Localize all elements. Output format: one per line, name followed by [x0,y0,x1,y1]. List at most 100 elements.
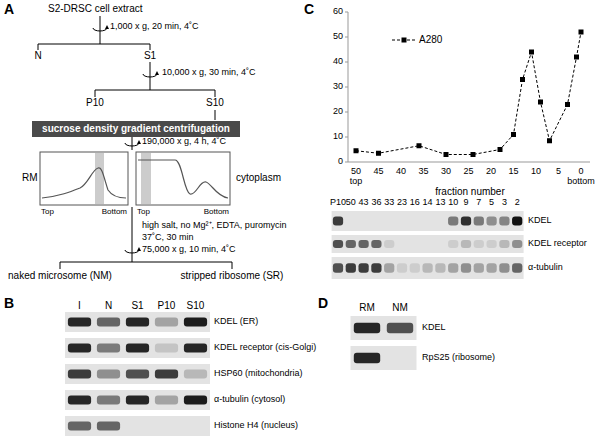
blot-band [126,396,149,405]
blot-band [512,240,522,248]
blot-band [333,217,343,226]
profile-curve [138,160,228,198]
lane-label: 14 [423,197,433,208]
centrifuge-symbol [143,71,159,77]
flow-line [232,262,233,269]
blot-band [461,240,471,248]
y-tick [345,112,348,113]
axis-label: bottom [567,176,595,187]
flow-line [95,90,215,91]
blot-band [486,217,496,226]
panel-letter: B [4,295,14,312]
tick-label: 50 [333,31,343,42]
panel-letter: C [304,1,314,18]
antibody-label: α-tubulin (cytosol) [214,394,285,405]
blot-band [461,217,471,226]
rotation-arc [143,74,157,77]
antibody-label: α-tubulin [528,262,563,273]
fraction-name: RM [22,172,38,184]
y-tick [345,87,348,88]
a280-chart [345,12,590,162]
blot-band [354,323,380,334]
panel-letter: D [318,295,328,312]
rotation-arc [125,250,139,253]
y-tick [345,137,348,138]
rotation-head [155,71,159,75]
blot-band [333,240,343,248]
profile-frame [40,152,128,205]
tick-label: 15 [508,166,518,177]
blot-band [97,344,120,353]
treatment-text: high salt, no Mg²⁺, EDTA, puromycin [142,220,286,231]
blot-strip [65,390,210,410]
blot-strip [65,338,210,358]
fraction-name: S10 [206,97,224,109]
blot-band [499,240,509,248]
blot-band [97,370,120,379]
blot-band [97,396,120,405]
blot-band [486,240,496,248]
flow-line [150,44,151,50]
lane-label: 23 [397,197,407,208]
blot-band [68,318,91,327]
tick-label: 10 [333,131,343,142]
profile-frame [136,152,230,205]
blot-band [384,263,394,273]
lane-label: 9 [463,197,468,208]
western-blot [332,211,524,279]
blot-band [184,370,207,379]
blot-band [410,263,420,273]
centrifuge-symbol [93,25,109,31]
flow-line [100,16,101,44]
tick-label: 35 [418,166,428,177]
blot-band [184,318,207,327]
lane-label: N [105,300,112,312]
axis-label: top [350,176,363,187]
spin-condition: 75,000 x g, 10 min, 4˚C [142,244,236,255]
fraction-name: naked microsome (NM) [8,270,112,282]
centrifuge-symbol [125,247,141,253]
banner-text: sucrose density gradient centrifugation [42,123,230,134]
data-point [579,30,584,35]
sample-text: S2-DRSC cell extract [48,3,142,15]
tick-label: 0 [578,166,583,177]
antibody-label: KDEL receptor (cis-Golgi) [214,342,316,353]
lane-label: I [78,300,81,312]
flow-lines [38,16,232,269]
tick-label: 30 [333,81,343,92]
western-blot [65,312,210,436]
blot-strip [65,416,210,436]
tick-label: 25 [463,166,473,177]
centrifuge-symbol [125,140,141,146]
antibody-label: KDEL (ER) [214,316,258,327]
blot-band [126,370,149,379]
y-tick [345,37,348,38]
blot-band [68,396,91,405]
tick-label: 40 [333,56,343,67]
gradient-profile-cytoplasm [136,152,230,205]
blot-band [512,217,522,226]
flow-line [38,44,39,50]
y-tick [345,12,348,13]
lane-label: RM [359,302,375,314]
blot-band [354,353,380,364]
profile-curve [42,168,126,198]
tick-label: 50 [351,166,361,177]
spin-condition: 10,000 x g, 30 min, 4˚C [162,67,256,78]
lane-label: 10 [448,197,458,208]
data-point [354,148,359,153]
blot-band [333,263,343,273]
legend-marker [402,38,407,43]
blot-band [461,263,471,273]
fraction-name: P10 [86,97,104,109]
legend-entry: A280 [392,34,442,46]
blot-strip [332,235,524,253]
blot-strip [351,316,417,340]
blot-band [448,263,458,273]
blot-band [126,344,149,353]
flow-line [215,110,216,120]
lane-label: 33 [384,197,394,208]
antibody-label: KDEL [422,322,446,333]
blot-strip [332,257,524,279]
blot-band [371,263,381,273]
